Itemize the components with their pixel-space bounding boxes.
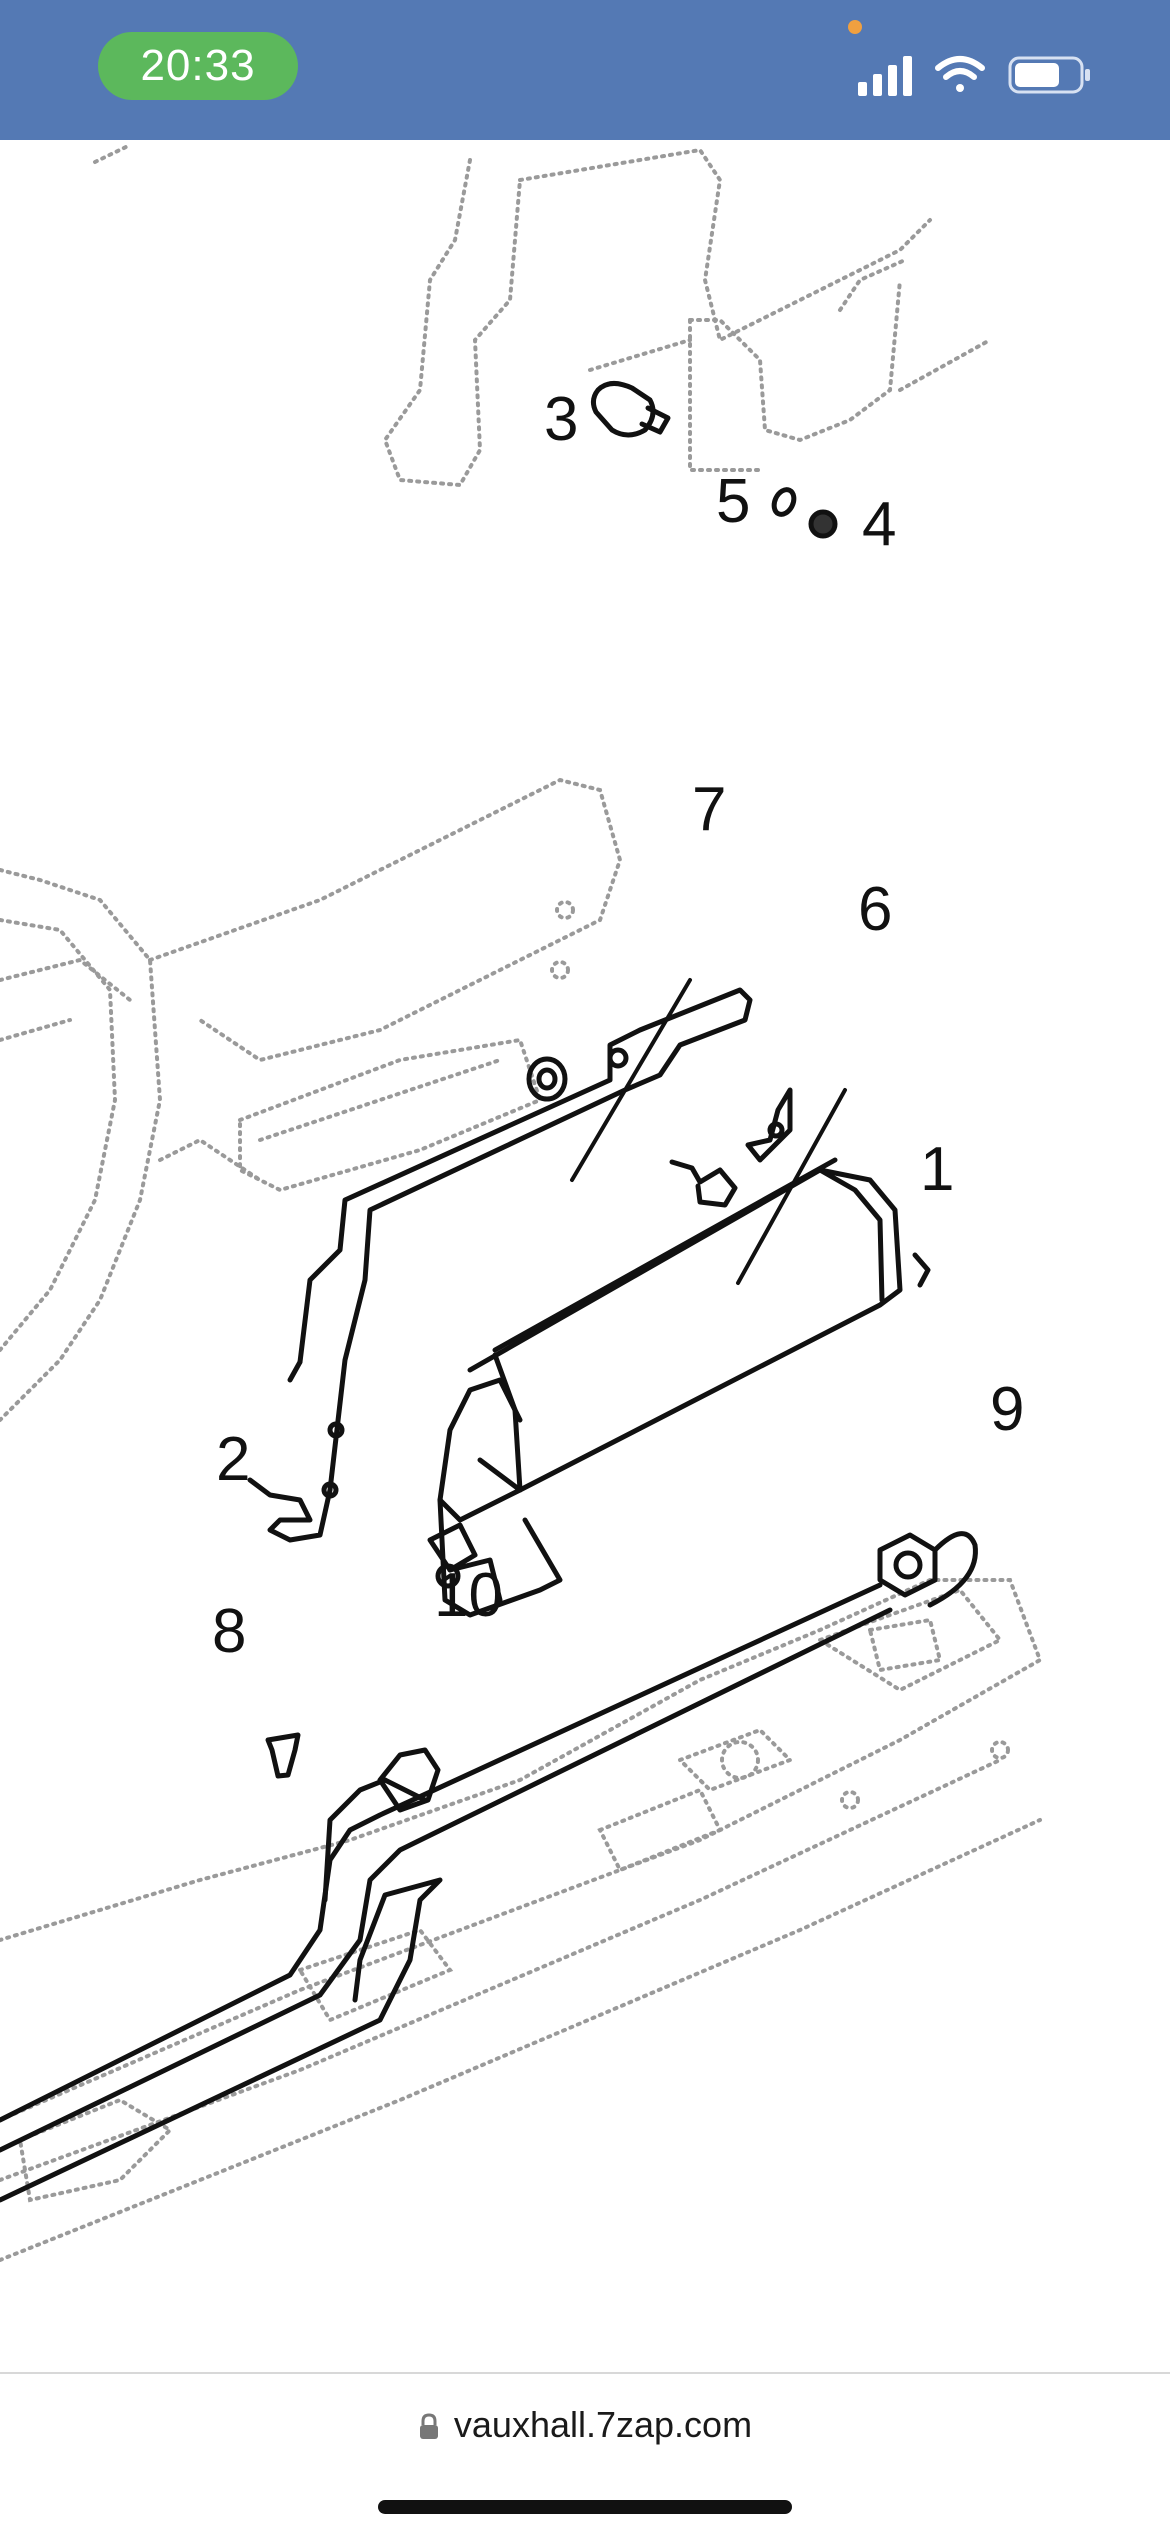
battery-icon (1008, 56, 1090, 94)
callout-2: 2 (216, 1425, 250, 1494)
callout-5: 5 (716, 467, 750, 536)
parts-diagram-drawing: 1 2 3 4 5 6 7 8 9 10 (0, 143, 1043, 2262)
callout-1: 1 (920, 1135, 954, 1204)
wifi-icon (935, 56, 985, 92)
callout-10: 10 (434, 1561, 503, 1630)
callout-6: 6 (858, 875, 892, 944)
browser-bottom-bar: vauxhall.7zap.com (0, 2372, 1170, 2534)
status-icons (858, 56, 1090, 96)
time-pill[interactable]: 20:33 (98, 32, 298, 100)
callout-9: 9 (990, 1375, 1024, 1444)
callout-8: 8 (212, 1597, 246, 1666)
url-text: vauxhall.7zap.com (453, 2404, 753, 2445)
privacy-indicator-dot (848, 20, 862, 34)
address-bar[interactable]: vauxhall.7zap.com (0, 2404, 1170, 2446)
home-indicator[interactable] (378, 2500, 792, 2514)
status-bar: 20:33 (0, 0, 1170, 140)
callout-3: 3 (544, 385, 578, 454)
cellular-signal-icon (858, 56, 912, 96)
parts-diagram: 1 2 3 4 5 6 7 8 9 10 (0, 140, 1170, 2372)
callout-7: 7 (692, 775, 726, 844)
callout-4: 4 (862, 490, 896, 559)
lock-icon (419, 2413, 438, 2440)
